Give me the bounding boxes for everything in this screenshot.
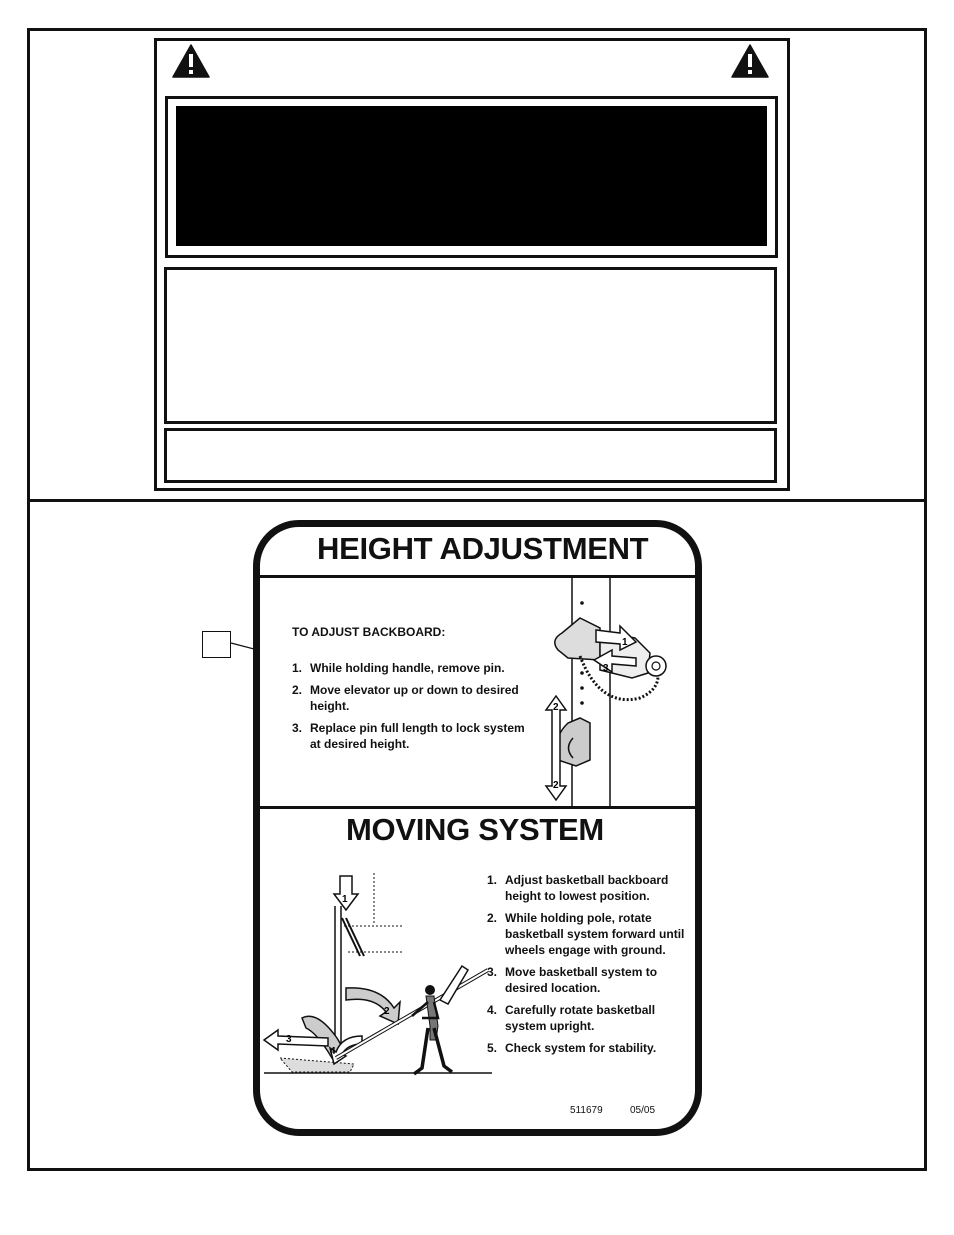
moving-system-illustration: 1 2 3 4 [262,873,492,1076]
diagram-callout: 2 [553,780,559,791]
list-item: 3.Move basketball system to desired loca… [487,965,658,995]
label-divider [260,575,695,578]
height-adjustment-illustration: 1 2 2 3 [544,578,667,806]
section-divider [27,499,927,502]
list-item: 1.Adjust basketball backboard height to … [487,873,669,903]
height-adjustment-steps: 1.While holding handle, remove pin. 2.Mo… [292,660,532,758]
adjust-backboard-heading: TO ADJUST BACKBOARD: [292,625,446,639]
warning-label [154,38,790,491]
diagram-callout: 1 [622,637,628,648]
list-item: 4.Carefully rotate basketball system upr… [487,1003,656,1033]
list-item: 5.Check system for stability. [487,1041,657,1055]
diagram-callout: 4 [330,1046,336,1057]
list-item: 2.While holding pole, rotate basketball … [487,911,685,957]
diagram-callout: 3 [603,663,609,674]
callout-box [202,631,231,658]
label-divider [260,806,695,809]
diagram-callout: 1 [342,894,348,905]
list-item: 1.While holding handle, remove pin. [292,661,505,675]
page-frame [27,28,927,1171]
warning-body-panel [164,267,777,424]
diagram-callout: 3 [286,1034,292,1045]
warning-header-panel [176,106,767,246]
warning-triangle-icon [731,44,769,78]
height-adjustment-title: HEIGHT ADJUSTMENT [317,531,649,566]
warning-triangle-icon [172,44,210,78]
diagram-callout: 2 [553,702,559,713]
warning-footer-panel [164,428,777,483]
revision-date: 05/05 [630,1105,656,1116]
warning-header-frame [165,96,778,258]
moving-system-steps: 1.Adjust basketball backboard height to … [487,872,687,1062]
list-item: 3.Replace pin full length to lock system… [292,721,525,751]
diagram-callout: 2 [384,1006,390,1017]
moving-system-title: MOVING SYSTEM [346,812,604,847]
list-item: 2.Move elevator up or down to desired he… [292,683,519,713]
part-number: 511679 [570,1105,603,1116]
